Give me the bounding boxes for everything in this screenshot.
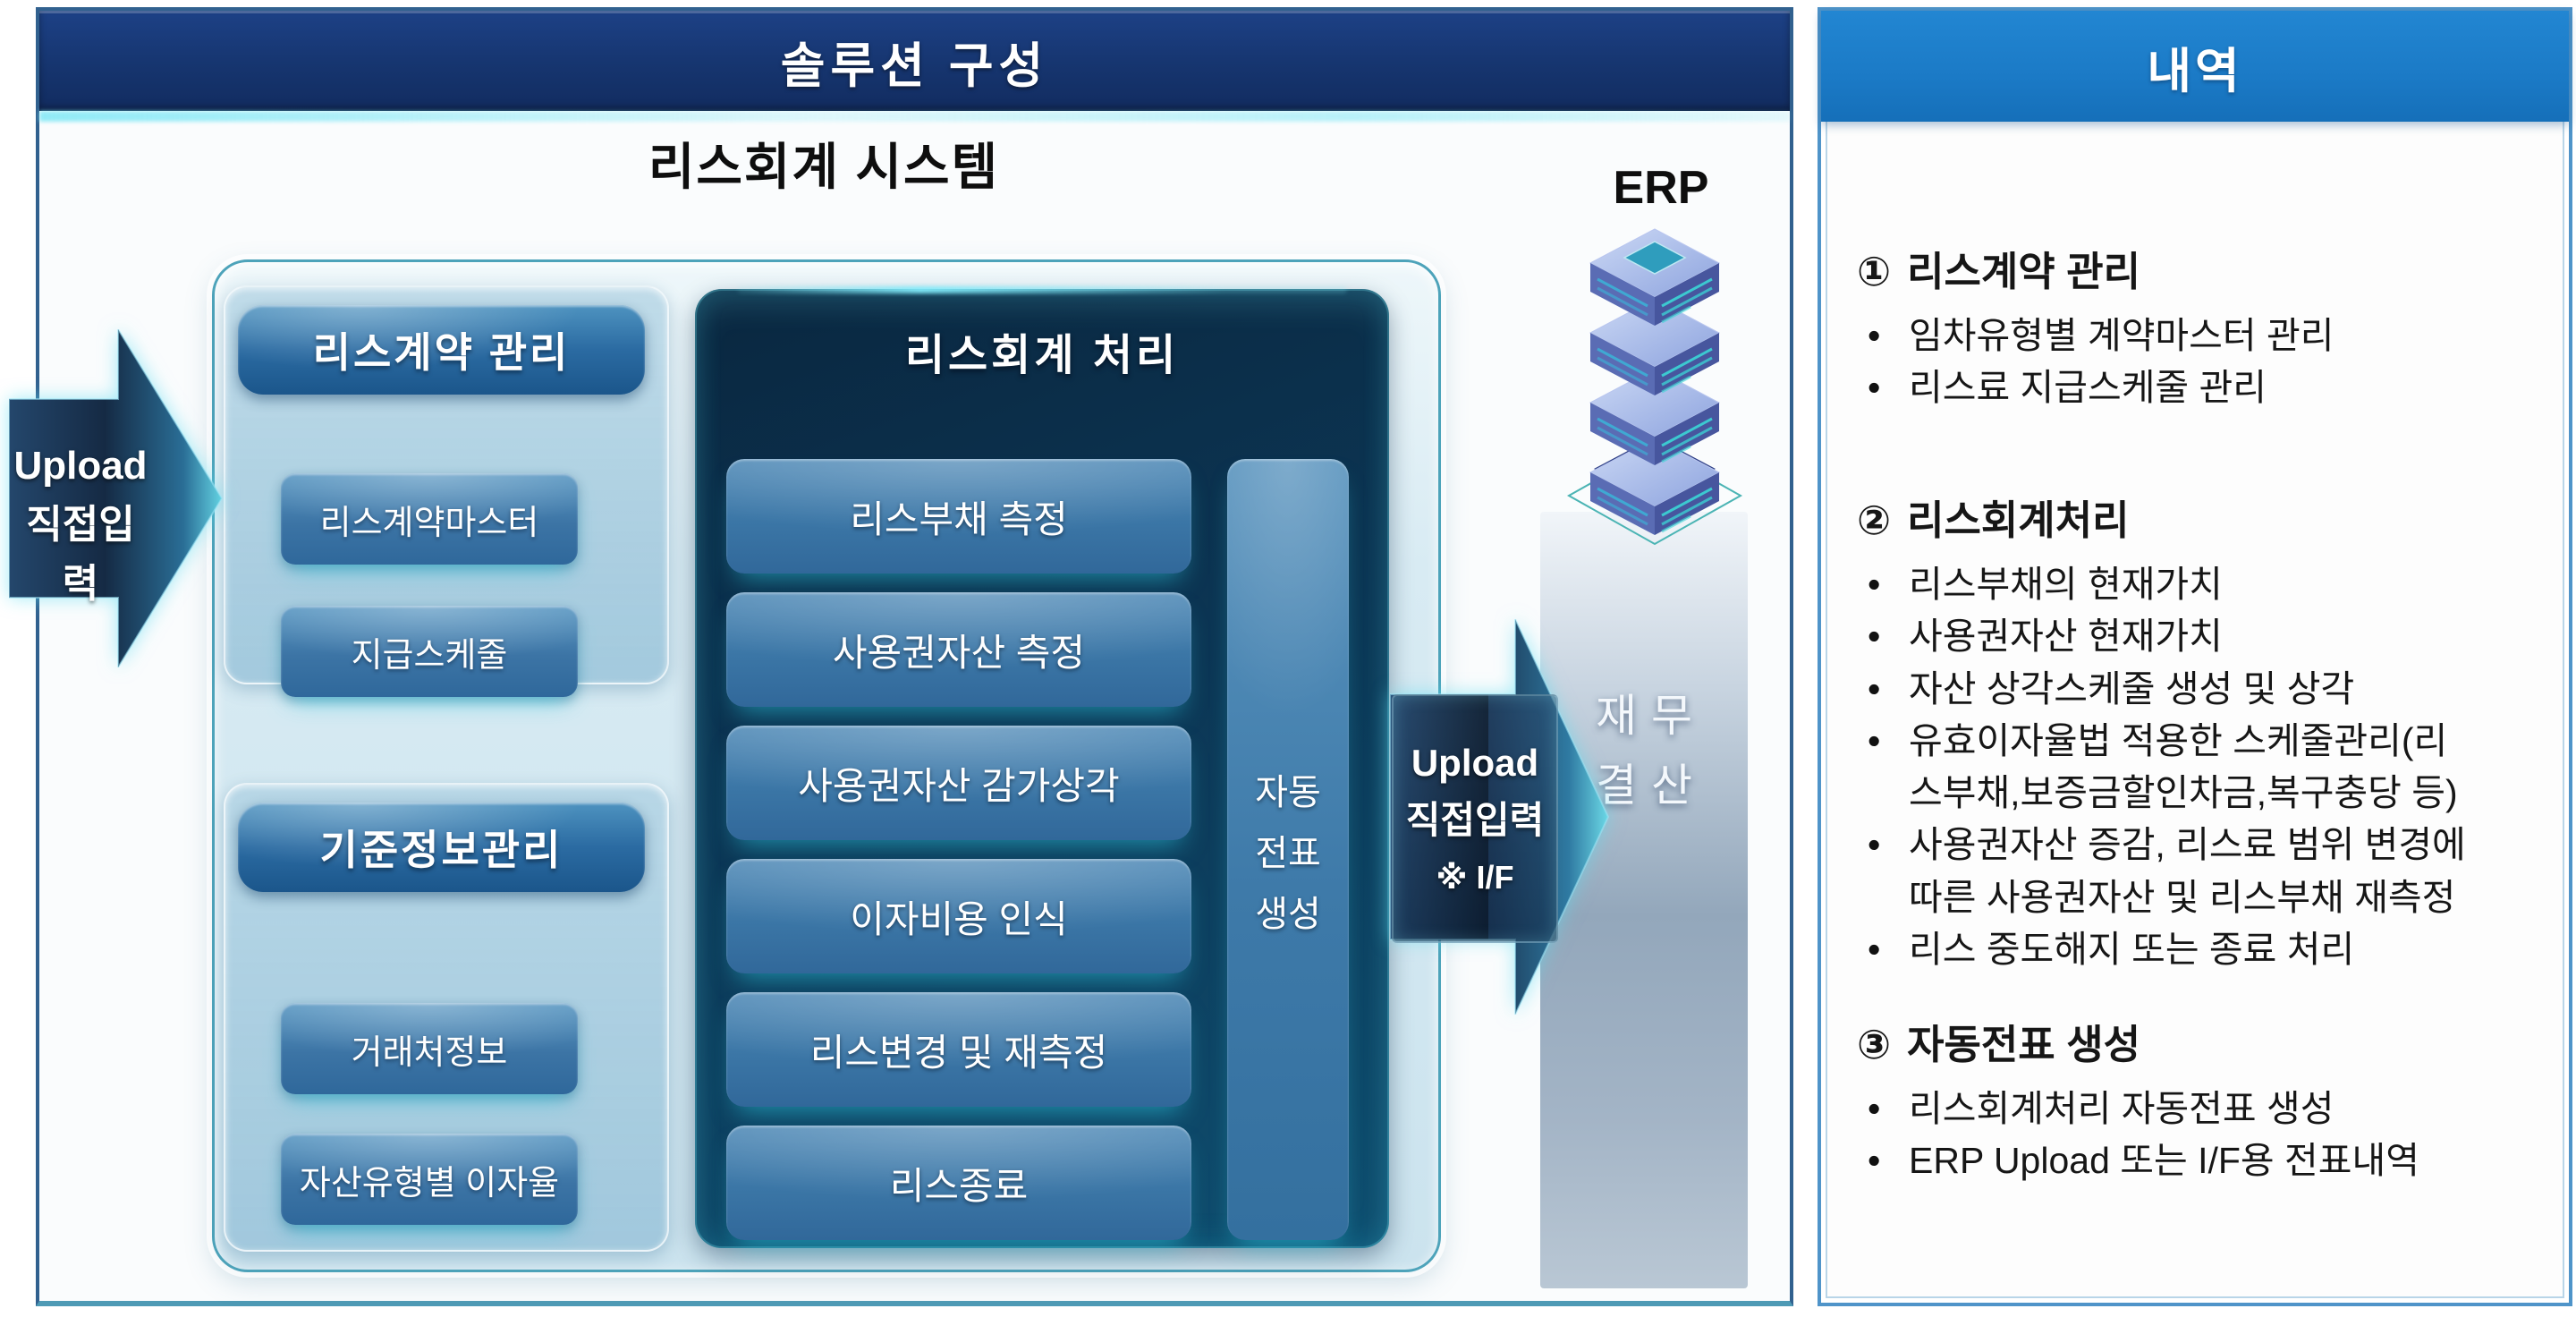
node-label: 거래처정보 [351,1033,508,1072]
details-panel-header: 내역 [1821,11,2569,122]
node-interest-rate-by-asset-type: 자산유형별 이자율 [281,1134,578,1225]
node-label: 리스종료 [889,1164,1029,1207]
section-heading: ② 리스회계처리 [1857,492,2470,549]
closing-label-line: 결산 [1596,760,1707,811]
node-lease-contract-master: 리스계약마스터 [281,473,578,565]
financial-closing-label: 재무 결산 [1540,682,1748,820]
arrow-label-line: Upload [1411,741,1539,784]
arrow-label-line: 직접입력 [1405,798,1545,841]
bullet-item: 리스부채의 현재가치 [1857,558,2470,610]
upload-output-arrow-icon: Upload 직접입력 ※ I/F [1390,619,1610,1015]
node-label: 리스부채 측정 [850,497,1068,540]
details-section-lease-accounting: ② 리스회계처리 리스부채의 현재가치 사용권자산 현재가치 자산 상각스케줄 … [1857,492,2470,975]
solution-panel-title: 솔루션 구성 [780,38,1049,93]
panel-lease-accounting-process: 리스회계 처리 리스부채 측정 사용권자산 측정 사용권자산 감가상각 이자비용… [695,289,1389,1248]
header-glow-divider [39,111,1790,122]
section-title: 리스회계처리 [1907,497,2130,544]
node-lease-liability-measurement: 리스부채 측정 [726,459,1191,574]
node-label: 사용권자산 측정 [832,631,1086,674]
section-bullet-list: 임차유형별 계약마스터 관리 리스료 지급스케줄 관리 [1857,310,2470,414]
section-number: ① [1857,249,1892,294]
closing-label-line: 재무 [1596,691,1707,741]
group-lease-contract-title: 리스계약 관리 [312,329,571,376]
node-rou-asset-measurement: 사용권자산 측정 [726,592,1191,707]
details-panel: 내역 ① 리스계약 관리 임차유형별 계약마스터 관리 리스료 지급스케줄 관리… [1818,7,2572,1306]
financial-closing-band: 재무 결산 [1540,512,1748,1288]
group-master-data-header: 기준정보관리 [238,803,645,892]
upload-input-arrow-icon: Upload 직접입력 [9,329,224,667]
group-lease-contract-header: 리스계약 관리 [238,305,645,395]
solution-panel-header: 솔루션 구성 [39,11,1790,111]
node-payment-schedule: 지급스케줄 [281,606,578,697]
node-label: 리스변경 및 재측정 [809,1031,1108,1074]
section-number: ③ [1857,1021,1892,1067]
bullet-item: 유효이자율법 적용한 스케줄관리(리스부채,보증금할인차금,복구충당 등) [1857,715,2470,819]
details-section-auto-journal: ③ 자동전표 생성 리스회계처리 자동전표 생성 ERP Upload 또는 I… [1857,1016,2470,1187]
node-label-line: 생성 [1255,894,1321,934]
node-lease-modification-remeasurement: 리스변경 및 재측정 [726,992,1191,1107]
node-interest-expense-recognition: 이자비용 인식 [726,859,1191,973]
section-bullet-list: 리스부채의 현재가치 사용권자산 현재가치 자산 상각스케줄 생성 및 상각 유… [1857,558,2470,975]
upload-input-arrow-label: Upload 직접입력 [9,437,152,614]
node-label: 자산유형별 이자율 [299,1164,560,1202]
bullet-item: 자산 상각스케줄 생성 및 상각 [1857,663,2470,715]
bullet-item: 리스회계처리 자동전표 생성 [1857,1083,2470,1134]
bullet-item: 리스 중도해지 또는 종료 처리 [1857,923,2470,975]
node-label: 리스계약마스터 [319,504,539,542]
group-master-data-mgmt: 기준정보관리 거래처정보 자산유형별 이자율 [224,783,669,1252]
section-heading: ③ 자동전표 생성 [1857,1016,2470,1074]
arrow-label-line: Upload [13,444,148,488]
node-label: 이자비용 인식 [850,897,1068,940]
node-label-line: 자동 [1255,772,1321,812]
section-number: ② [1857,497,1892,544]
node-label: 사용권자산 감가상각 [798,764,1120,807]
details-section-lease-contract: ① 리스계약 관리 임차유형별 계약마스터 관리 리스료 지급스케줄 관리 [1857,243,2470,414]
arrow-label-line: ※ I/F [1436,858,1514,896]
node-auto-journal-generation: 자동 전표 생성 [1227,459,1349,1240]
node-vendor-info: 거래처정보 [281,1003,578,1094]
solution-panel: 솔루션 구성 리스회계 시스템 ERP 리스계약 관리 리스계약마스터 지급스케… [36,7,1793,1306]
erp-label: ERP [1613,162,1709,214]
lease-system-container: 리스계약 관리 리스계약마스터 지급스케줄 기준정보관리 거래처정보 자산유 [212,259,1441,1272]
bullet-item: 사용권자산 현재가치 [1857,610,2470,662]
process-panel-title: 리스회계 처리 [904,332,1180,379]
group-master-data-title: 기준정보관리 [319,827,564,873]
bullet-item: ERP Upload 또는 I/F용 전표내역 [1857,1134,2470,1186]
bullet-item: 사용권자산 증감, 리스료 범위 변경에 따른 사용권자산 및 리스부채 재측정 [1857,819,2470,922]
node-rou-asset-depreciation: 사용권자산 감가상각 [726,726,1191,840]
node-lease-termination: 리스종료 [726,1126,1191,1240]
upload-output-arrow-label: Upload 직접입력 ※ I/F [1392,694,1558,943]
erp-server-icon [1563,222,1746,548]
details-panel-body: ① 리스계약 관리 임차유형별 계약마스터 관리 리스료 지급스케줄 관리 ② … [1821,122,2569,1303]
group-lease-contract-mgmt: 리스계약 관리 리스계약마스터 지급스케줄 [224,285,669,697]
section-heading: ① 리스계약 관리 [1857,243,2470,301]
section-title: 자동전표 생성 [1907,1021,2141,1067]
details-panel-title: 내역 [2147,44,2243,98]
section-bullet-list: 리스회계처리 자동전표 생성 ERP Upload 또는 I/F용 전표내역 [1857,1083,2470,1187]
arrow-label-line: 직접입력 [26,503,135,606]
bullet-item: 리스료 지급스케줄 관리 [1857,361,2470,413]
section-title: 리스계약 관리 [1907,249,2141,294]
system-title: 리스회계 시스템 [648,139,1000,195]
node-label-line: 전표 [1255,833,1321,873]
node-label: 지급스케줄 [351,636,508,675]
bullet-item: 임차유형별 계약마스터 관리 [1857,310,2470,361]
